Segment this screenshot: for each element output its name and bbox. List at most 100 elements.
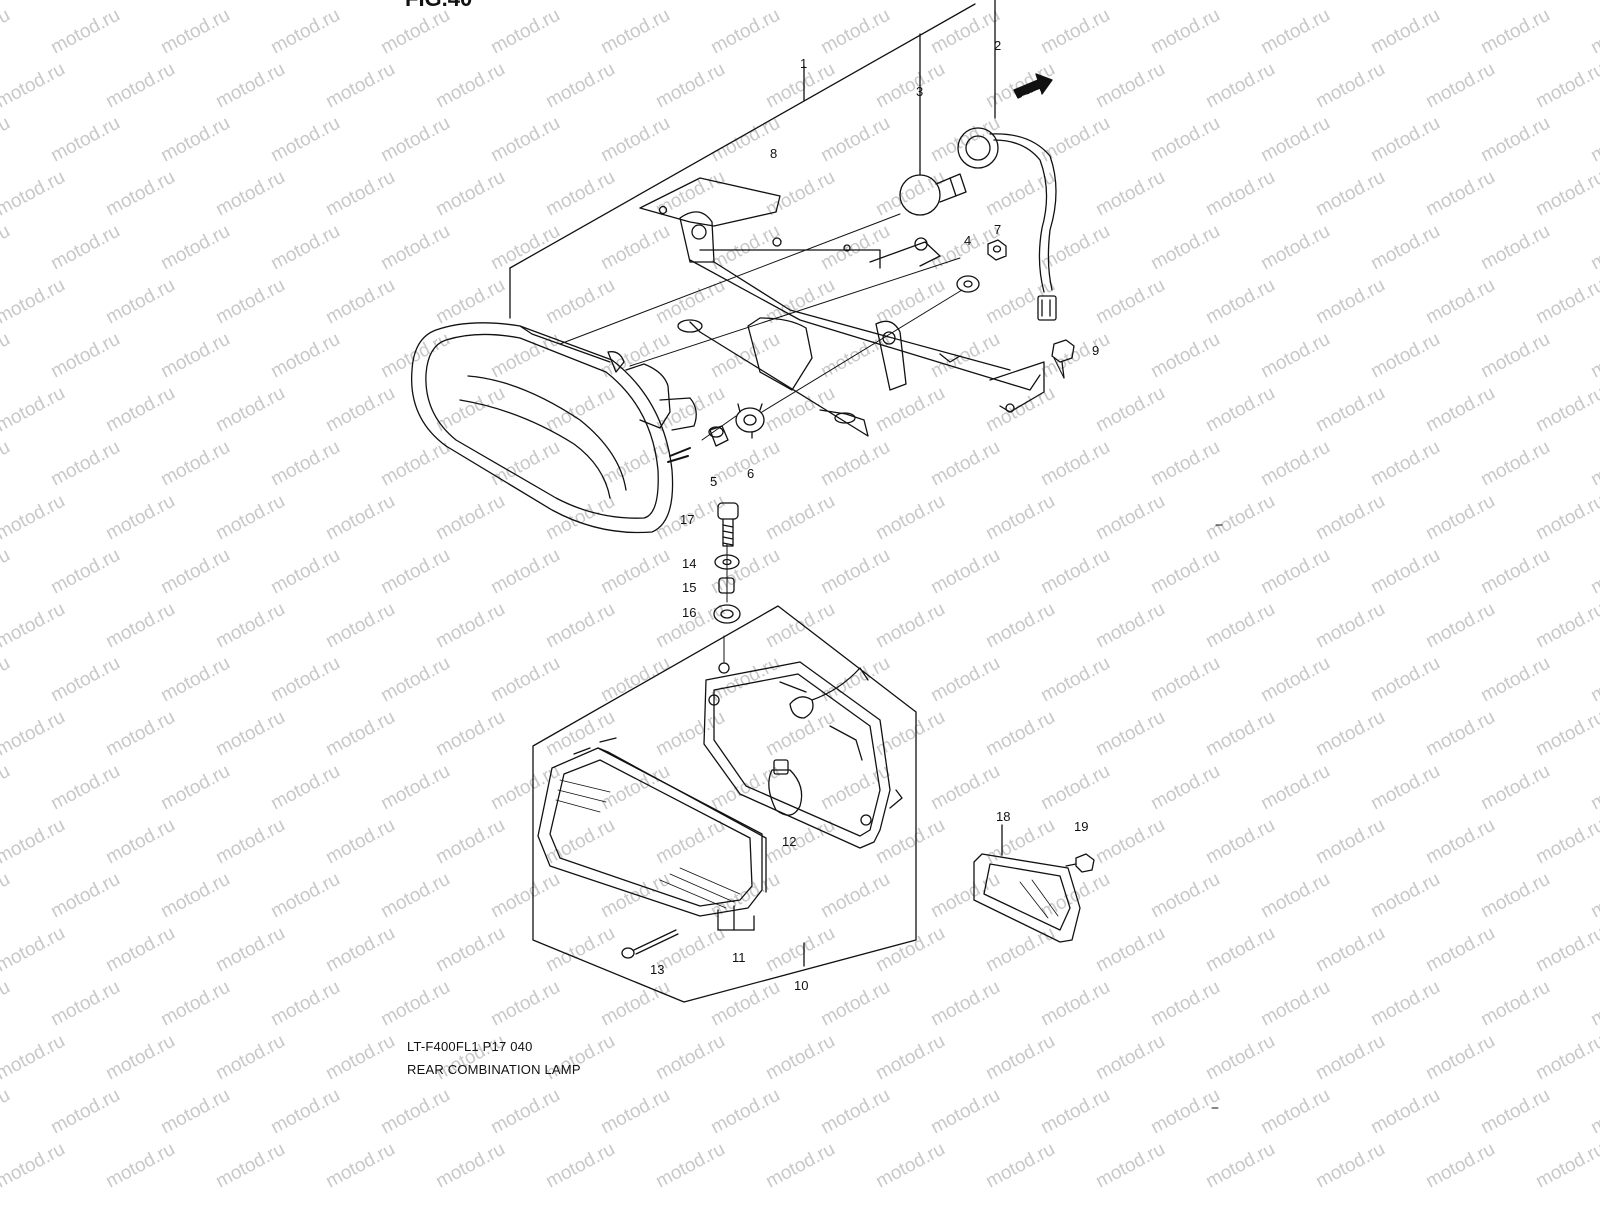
part-label-14: 14 [682,556,696,571]
watermark-text: motod.ru [1257,113,1333,167]
reflector [973,824,1081,943]
watermark-text: motod.ru [1037,761,1113,815]
watermark-text: motod.ru [322,1031,398,1085]
watermark-text: motod.ru [0,869,14,923]
watermark-text: motod.ru [0,977,14,1031]
watermark-text: motod.ru [982,491,1058,545]
watermark-text: motod.ru [1202,707,1278,761]
watermark-text: motod.ru [322,59,398,113]
watermark-text: motod.ru [1477,653,1553,707]
watermark-text: motod.ru [1532,923,1600,977]
watermark-text: motod.ru [542,815,618,869]
part-label-12: 12 [782,834,796,849]
watermark-text: motod.ru [212,491,288,545]
part-number-labels: 1 2 3 4 5 6 7 8 9 10 11 12 13 14 15 16 1… [650,38,1099,993]
watermark-text: motod.ru [1312,707,1388,761]
watermark-text: motod.ru [1532,0,1600,4]
watermark-text: motod.ru [1477,761,1553,815]
watermark-text: motod.ru [1092,275,1168,329]
watermark-text: motod.ru [597,113,673,167]
watermark-text: motod.ru [0,329,14,383]
watermark-text: motod.ru [1422,59,1498,113]
watermark-text: motod.ru [377,761,453,815]
watermark-text: motod.ru [1312,0,1388,4]
watermark-text: motod.ru [1477,329,1553,383]
watermark-text: motod.ru [432,275,508,329]
watermark-text: motod.ru [817,437,893,491]
watermark-text: motod.ru [1422,1031,1498,1085]
watermark-text: motod.ru [102,59,178,113]
tail-lamp-lens [410,322,697,534]
watermark-text: motod.ru [267,761,343,815]
watermark-text: motod.ru [1587,113,1600,167]
watermark-text: motod.ru [817,977,893,1031]
part-label-16: 16 [682,605,696,620]
watermark-text: motod.ru [267,5,343,59]
watermark-text: motod.ru [267,329,343,383]
watermark-text: motod.ru [1477,977,1553,1031]
watermark-text: motod.ru [0,59,69,113]
watermark-text: motod.ru [597,869,673,923]
watermark-text: motod.ru [597,437,673,491]
watermark-text: motod.ru [102,707,178,761]
watermark-text: motod.ru [707,221,783,275]
watermark-text: motod.ru [102,275,178,329]
watermark-text: motod.ru [817,653,893,707]
reflector-nut [1065,853,1095,873]
watermark-text: motod.ru [1587,1085,1600,1139]
watermark-text: motod.ru [1202,491,1278,545]
watermark-text: motod.ru [1532,275,1600,329]
watermark-text: motod.ru [0,923,69,977]
watermark-text: motod.ru [1312,383,1388,437]
watermark-text: motod.ru [0,707,69,761]
watermark-text: motod.ru [267,545,343,599]
watermark-text: motod.ru [322,383,398,437]
watermark-text: motod.ru [872,815,948,869]
tail-lamp-assembly-frame [509,0,996,319]
watermark-text: motod.ru [1147,437,1223,491]
part-label-6: 6 [747,466,754,481]
watermark-text: motod.ru [47,437,123,491]
watermark-text: motod.ru [0,383,69,437]
part-label-13: 13 [650,962,664,977]
watermark-text: motod.ru [542,1139,618,1193]
watermark-text: motod.ru [597,5,673,59]
watermark-text: motod.ru [1312,167,1388,221]
watermark-text: motod.ru [1477,437,1553,491]
watermark-text: motod.ru [542,275,618,329]
watermark-text: motod.ru [1202,167,1278,221]
watermark-text: motod.ru [1422,167,1498,221]
watermark-text: motod.ru [432,491,508,545]
part-label-10: 10 [794,978,808,993]
watermark-text: motod.ru [1477,5,1553,59]
watermark-text: motod.ru [212,1139,288,1193]
watermark-text: motod.ru [652,59,728,113]
watermark-text: motod.ru [1147,329,1223,383]
watermark-text: motod.ru [597,653,673,707]
watermark-text: motod.ru [1587,869,1600,923]
watermark-text: motod.ru [322,167,398,221]
watermark-text: motod.ru [267,113,343,167]
watermark-text: motod.ru [597,221,673,275]
brake-bulb [768,759,803,816]
watermark-text: motod.ru [47,1085,123,1139]
watermark-text: motod.ru [487,5,563,59]
watermark-text: motod.ru [542,383,618,437]
watermark-text: motod.ru [0,1031,69,1085]
watermark-text: motod.ru [762,923,838,977]
tail-lamp-bracket [639,177,1045,437]
watermark-text: motod.ru [487,545,563,599]
model-code-caption: LT-F400FL1 P17 040 [407,1039,533,1054]
watermark-text: motod.ru [157,221,233,275]
watermark-text: motod.ru [1037,5,1113,59]
watermark-text: motod.ru [1257,329,1333,383]
watermark-text: motod.ru [157,869,233,923]
part-label-3: 3 [916,84,923,99]
watermark-text: motod.ru [267,653,343,707]
watermark-text: motod.ru [982,599,1058,653]
part-label-1: 1 [800,56,807,71]
watermark-text: motod.ru [157,5,233,59]
part-label-17: 17 [680,512,694,527]
watermark-text: motod.ru [1202,1139,1278,1193]
watermark-text: motod.ru [102,1139,178,1193]
